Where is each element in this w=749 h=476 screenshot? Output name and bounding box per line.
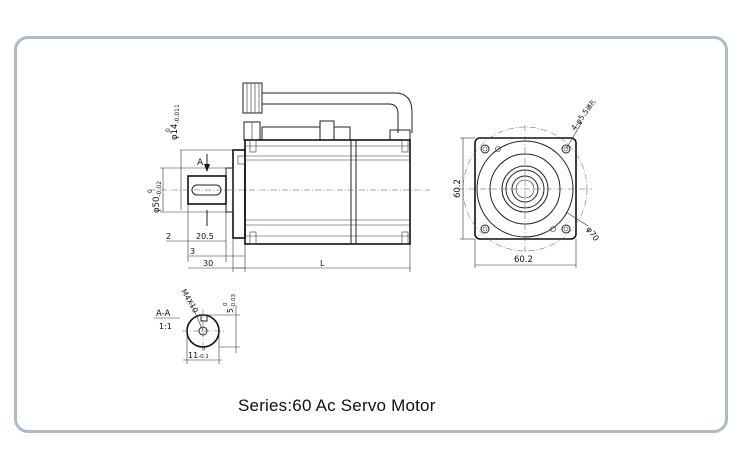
motor-front-view: 4-φ5.5通孔 φ70 60.2 60.2 <box>453 97 601 268</box>
caption: Series:60 Ac Servo Motor <box>238 396 436 415</box>
section-scale: 1:1 <box>159 322 172 331</box>
shaft-dia-tol-up: 0 <box>165 128 172 132</box>
motor-body <box>244 139 411 245</box>
dim-20-5: 20.5 <box>196 232 214 241</box>
width-label: 60.2 <box>514 255 533 265</box>
pilot-dia-tol-up: 0 <box>147 189 154 193</box>
height-label: 60.2 <box>453 179 463 198</box>
section-a-a: A-A 1:1 M4X10 5-0.03 0 11-0.1 0 <box>154 288 240 364</box>
thread-label: M4X10 <box>179 288 200 315</box>
drawing-card <box>14 36 728 433</box>
holes-label: 4-φ5.5通孔 <box>569 97 597 132</box>
dim-2: 2 <box>166 232 171 241</box>
key-width-label: 5-0.03 <box>226 293 237 313</box>
section-marker-label: A <box>197 158 204 168</box>
motor-side-view: A φ14-0.011 0 φ50-0.02 0 2 20.5 3 30 L <box>147 82 430 272</box>
dim-L: L <box>320 259 325 268</box>
connector-icon <box>242 82 413 141</box>
flange <box>232 149 246 239</box>
bolt-circle-label: φ70 <box>584 225 600 243</box>
key-width-tol-up: 0 <box>223 302 229 306</box>
dim-3: 3 <box>190 247 195 256</box>
shaft-dia-label: φ14-0.011 <box>170 104 181 140</box>
shaft-depth-label: 11-0.1 <box>188 351 209 360</box>
section-title: A-A <box>156 309 171 319</box>
mount-holes <box>480 144 571 234</box>
dim-30: 30 <box>203 259 213 268</box>
shaft-depth-tol-up: 0 <box>202 346 206 352</box>
pilot-dia-label: φ50-0.02 <box>152 181 163 213</box>
flange-square <box>474 137 577 240</box>
